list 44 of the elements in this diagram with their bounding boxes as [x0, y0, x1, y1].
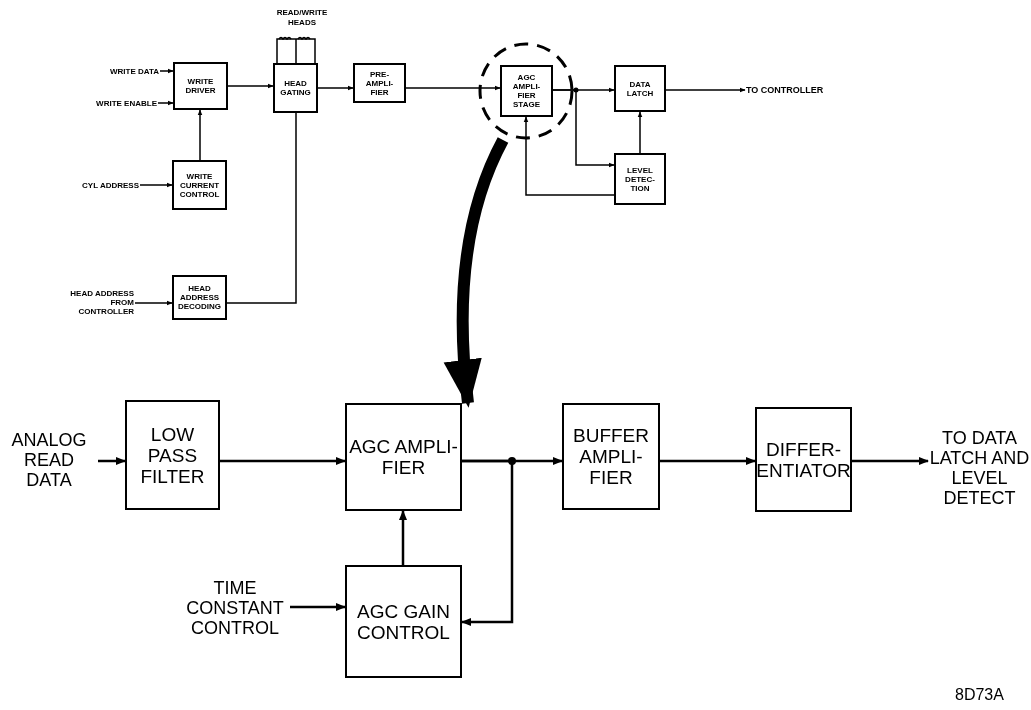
block-box: AGC AMPLI- FIER STAGE: [500, 65, 553, 117]
arrow: [197, 109, 203, 161]
figure-code: 8D73A: [955, 686, 1004, 704]
block-box: BUFFER AMPLI- FIER: [562, 403, 660, 510]
block-box: PRE- AMPLI- FIER: [353, 63, 406, 103]
arrow: [220, 457, 346, 465]
arrow: [399, 510, 407, 565]
signal-label: HEAD ADDRESS FROM CONTROLLER: [55, 276, 135, 328]
arrow: [98, 457, 126, 465]
arrow: [852, 457, 929, 465]
arrow: [637, 111, 643, 154]
block-box: AGC AMPLI- FIER: [345, 403, 462, 511]
signal-label: TIME CONSTANT CONTROL: [180, 583, 290, 633]
arrow: [461, 459, 514, 626]
block-box: WRITE CURRENT CONTROL: [172, 160, 227, 210]
arrow: [665, 87, 746, 93]
signal-label: WRITE ENABLE: [50, 96, 158, 110]
arrow: [552, 89, 615, 168]
arrow: [405, 85, 501, 91]
block-box: LEVEL DETEC- TION: [614, 153, 666, 205]
dashed-circle: [478, 42, 574, 140]
block-box: DIFFER- ENTIATOR: [755, 407, 852, 512]
block-box: WRITE DRIVER: [173, 62, 228, 110]
block-box: HEAD GATING: [273, 63, 318, 113]
arrow: [134, 300, 173, 306]
signal-label: CYL ADDRESS: [80, 172, 140, 198]
signal-label: TO DATA LATCH AND LEVEL DETECT: [928, 400, 1031, 536]
arrow: [290, 603, 346, 611]
arrow: [157, 100, 174, 106]
arrow: [523, 116, 615, 196]
heads-label: READ/WRITE HEADS: [275, 8, 329, 28]
arrow: [227, 83, 274, 89]
signal-label: WRITE DATA: [60, 64, 160, 78]
arrow: [317, 85, 354, 91]
signal-label: ANALOG READ DATA: [0, 426, 98, 494]
arrow: [139, 182, 173, 188]
block-box: HEAD ADDRESS DECODING: [172, 275, 227, 320]
arrow: [660, 457, 756, 465]
block-box: LOW PASS FILTER: [125, 400, 220, 510]
block-box: DATA LATCH: [614, 65, 666, 112]
curved-arrow: [444, 137, 509, 408]
signal-label: TO CONTROLLER: [745, 82, 875, 98]
arrow: [159, 68, 174, 74]
block-box: AGC GAIN CONTROL: [345, 565, 462, 678]
